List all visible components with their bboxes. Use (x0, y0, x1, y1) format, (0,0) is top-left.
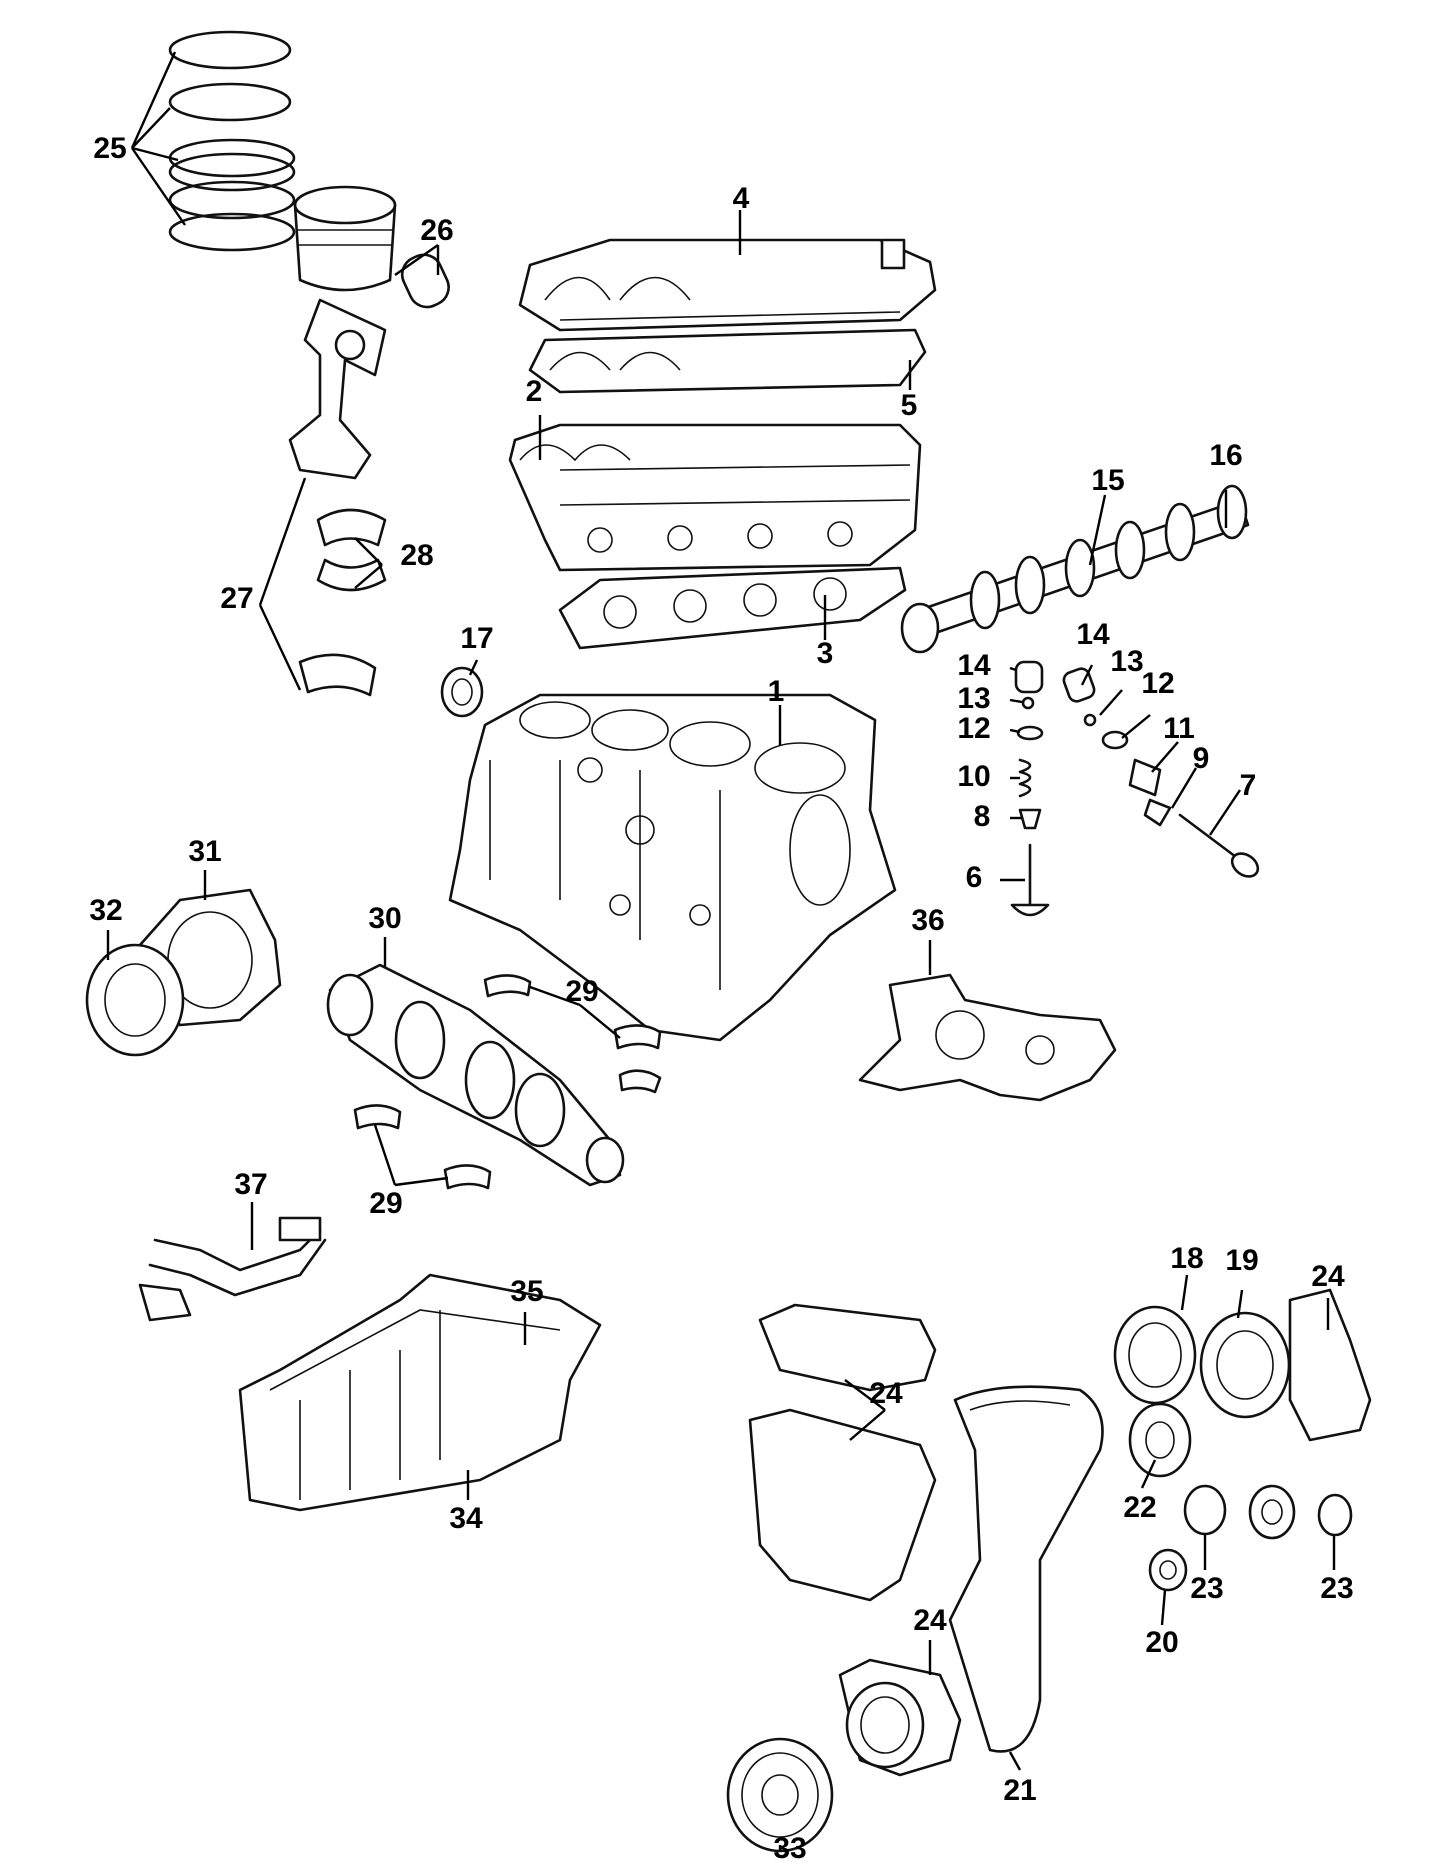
callout-22: 22 (1123, 1491, 1156, 1524)
callout-17: 17 (460, 622, 493, 655)
callout-9: 9 (1193, 742, 1210, 775)
callout-24-top: 24 (869, 1377, 903, 1410)
callout-21: 21 (1003, 1774, 1036, 1807)
callout-7: 7 (1240, 769, 1257, 802)
callout-8: 8 (974, 800, 991, 833)
callout-5: 5 (901, 389, 918, 422)
connecting-rod (288, 298, 387, 480)
callout-23-left: 23 (1190, 1572, 1223, 1605)
callout-32: 32 (89, 894, 122, 927)
callout-10: 10 (957, 760, 990, 793)
oil-pickup-tube (138, 1216, 327, 1322)
callout-2: 2 (526, 375, 543, 408)
crankshaft-pulley (726, 1681, 925, 1853)
cam-sprockets (1113, 1305, 1291, 1419)
callout-6: 6 (966, 861, 983, 894)
cylinder-head (508, 423, 922, 650)
piston (293, 185, 450, 309)
valve-train-left (1010, 660, 1050, 917)
callout-37: 37 (234, 1168, 267, 1201)
callout-13-right: 13 (1110, 645, 1143, 678)
callout-19: 19 (1225, 1244, 1258, 1277)
callout-34: 34 (449, 1502, 483, 1535)
valve-train-right (1062, 667, 1260, 878)
callout-4: 4 (733, 182, 750, 215)
callout-11: 11 (1163, 712, 1195, 745)
callout-30: 30 (368, 902, 401, 935)
callout-31: 31 (188, 835, 221, 868)
callout-35: 35 (510, 1275, 543, 1308)
callout-14-left: 14 (957, 649, 991, 682)
callout-20: 20 (1145, 1626, 1178, 1659)
callout-25: 25 (93, 132, 126, 165)
callout-29-top: 29 (565, 975, 598, 1008)
callout-16: 16 (1209, 439, 1242, 472)
callout-23-right: 23 (1320, 1572, 1353, 1605)
crankshaft (326, 963, 625, 1187)
callout-14-right: 14 (1076, 618, 1110, 651)
piston-rings (168, 30, 296, 252)
idler-pulleys (1148, 1484, 1353, 1592)
callout-33: 33 (773, 1832, 806, 1865)
valve-cover (518, 238, 937, 394)
oil-pan (238, 1273, 602, 1512)
callout-18: 18 (1170, 1242, 1203, 1275)
callout-13-left: 13 (957, 682, 990, 715)
callout-12-right: 12 (1141, 667, 1174, 700)
callout-36: 36 (911, 904, 944, 937)
callout-15: 15 (1091, 464, 1124, 497)
callout-24-right: 24 (1311, 1260, 1345, 1293)
leader-lines (106, 51, 1336, 1851)
rear-seal-housing (85, 888, 282, 1057)
main-bearing-shells (353, 974, 662, 1190)
callout-29-bottom: 29 (369, 1187, 402, 1220)
camshaft-seal (440, 666, 484, 718)
camshaft (900, 484, 1250, 654)
oil-pump (858, 973, 1117, 1102)
callout-27: 27 (220, 582, 253, 615)
callout-24-bottom: 24 (913, 1604, 947, 1637)
callout-28: 28 (400, 539, 433, 572)
callout-26: 26 (420, 214, 453, 247)
engine-block (448, 693, 897, 1042)
belt-tensioner (1128, 1402, 1192, 1478)
rod-bearing-shells (298, 508, 387, 697)
callout-labels: 1 2 3 4 5 6 7 8 9 10 11 12 12 13 13 14 1… (89, 132, 1353, 1865)
callout-3: 3 (817, 637, 834, 670)
timing-belt (948, 1385, 1104, 1753)
callout-12-left: 12 (957, 712, 990, 745)
callout-1: 1 (768, 675, 785, 708)
